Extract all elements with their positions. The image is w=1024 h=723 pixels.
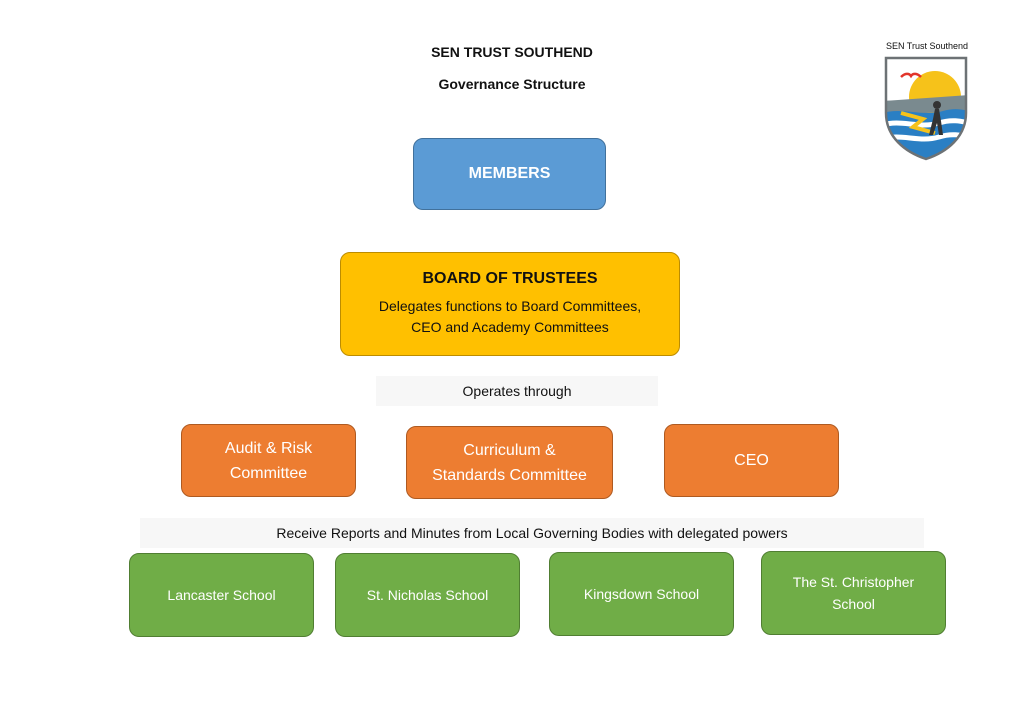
receive-reports-label: Receive Reports and Minutes from Local G… xyxy=(140,518,924,548)
st-christopher-school-box: The St. Christopher School xyxy=(761,551,946,635)
document-title: SEN TRUST SOUTHEND xyxy=(431,44,593,60)
school-label-line1: The St. Christopher xyxy=(792,574,915,590)
document-subtitle: Governance Structure xyxy=(438,76,586,92)
school-label: Lancaster School xyxy=(167,587,276,603)
board-description-line2: CEO and Academy Committees xyxy=(411,319,609,335)
sen-trust-logo xyxy=(884,56,968,161)
lancaster-school-box: Lancaster School xyxy=(129,553,314,637)
board-title: BOARD OF TRUSTEES xyxy=(422,270,598,287)
audit-risk-committee-box: Audit & Risk Committee xyxy=(181,424,356,497)
ceo-box: CEO xyxy=(664,424,839,497)
members-label: MEMBERS xyxy=(468,165,551,182)
kingsdown-school-box: Kingsdown School xyxy=(549,552,734,636)
audit-line2: Committee xyxy=(229,464,308,482)
school-label-line2: School xyxy=(832,596,875,612)
curriculum-line1: Curriculum & xyxy=(463,441,556,459)
curriculum-standards-committee-box: Curriculum & Standards Committee xyxy=(406,426,613,499)
audit-line1: Audit & Risk xyxy=(224,439,313,457)
curriculum-line2: Standards Committee xyxy=(432,466,587,484)
ceo-label: CEO xyxy=(734,451,769,469)
logo-caption: SEN Trust Southend xyxy=(885,41,969,51)
st-nicholas-school-box: St. Nicholas School xyxy=(335,553,520,637)
operates-through-label: Operates through xyxy=(376,376,658,406)
board-of-trustees-box: BOARD OF TRUSTEES Delegates functions to… xyxy=(340,252,680,356)
school-label: St. Nicholas School xyxy=(366,587,489,603)
school-label: Kingsdown School xyxy=(583,586,700,602)
members-box: MEMBERS xyxy=(413,138,606,210)
board-description-line1: Delegates functions to Board Committees, xyxy=(378,298,642,314)
